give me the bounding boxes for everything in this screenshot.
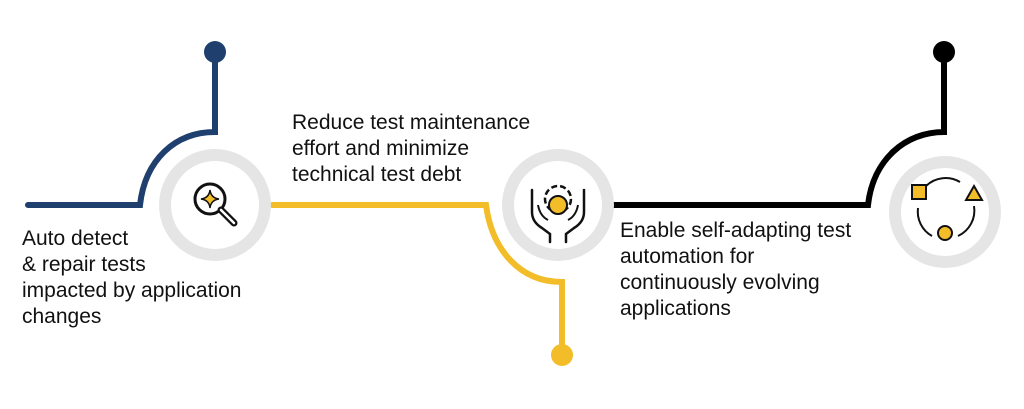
step-3-line: Enable self-adapting test [620, 219, 852, 242]
step-2-text: Reduce test maintenance effort and minim… [292, 110, 530, 188]
black-endpoint-dot [933, 41, 955, 63]
step-3-node [889, 156, 1001, 268]
hands-gear-icon [530, 184, 586, 244]
step-2-line: Reduce test maintenance [292, 111, 531, 134]
step-1-line: changes [22, 305, 102, 328]
yellow-connector-line [269, 202, 565, 353]
step-1-text: Auto detect & repair tests impacted by a… [22, 226, 241, 330]
yellow-endpoint-dot [551, 344, 573, 366]
step-1-line: & repair tests [22, 253, 146, 276]
blue-connector-line [25, 53, 218, 208]
step-3-line: automation for [620, 245, 755, 268]
step-2-line: technical test debt [292, 163, 462, 186]
magnifier-sparkle-icon [193, 182, 238, 227]
black-connector-line [607, 53, 947, 208]
step-2-node [502, 149, 614, 261]
step-1-node [159, 149, 271, 261]
step-3-text: Enable self-adapting test automation for… [620, 218, 851, 322]
step-1-line: impacted by application [22, 279, 242, 302]
step-3-line: continuously evolving [620, 271, 820, 294]
cycle-shapes-icon [911, 177, 984, 241]
step-1-line: Auto detect [22, 227, 129, 250]
step-2-line: effort and minimize [292, 137, 470, 160]
blue-endpoint-dot [204, 41, 226, 63]
step-3-line: applications [620, 297, 731, 320]
